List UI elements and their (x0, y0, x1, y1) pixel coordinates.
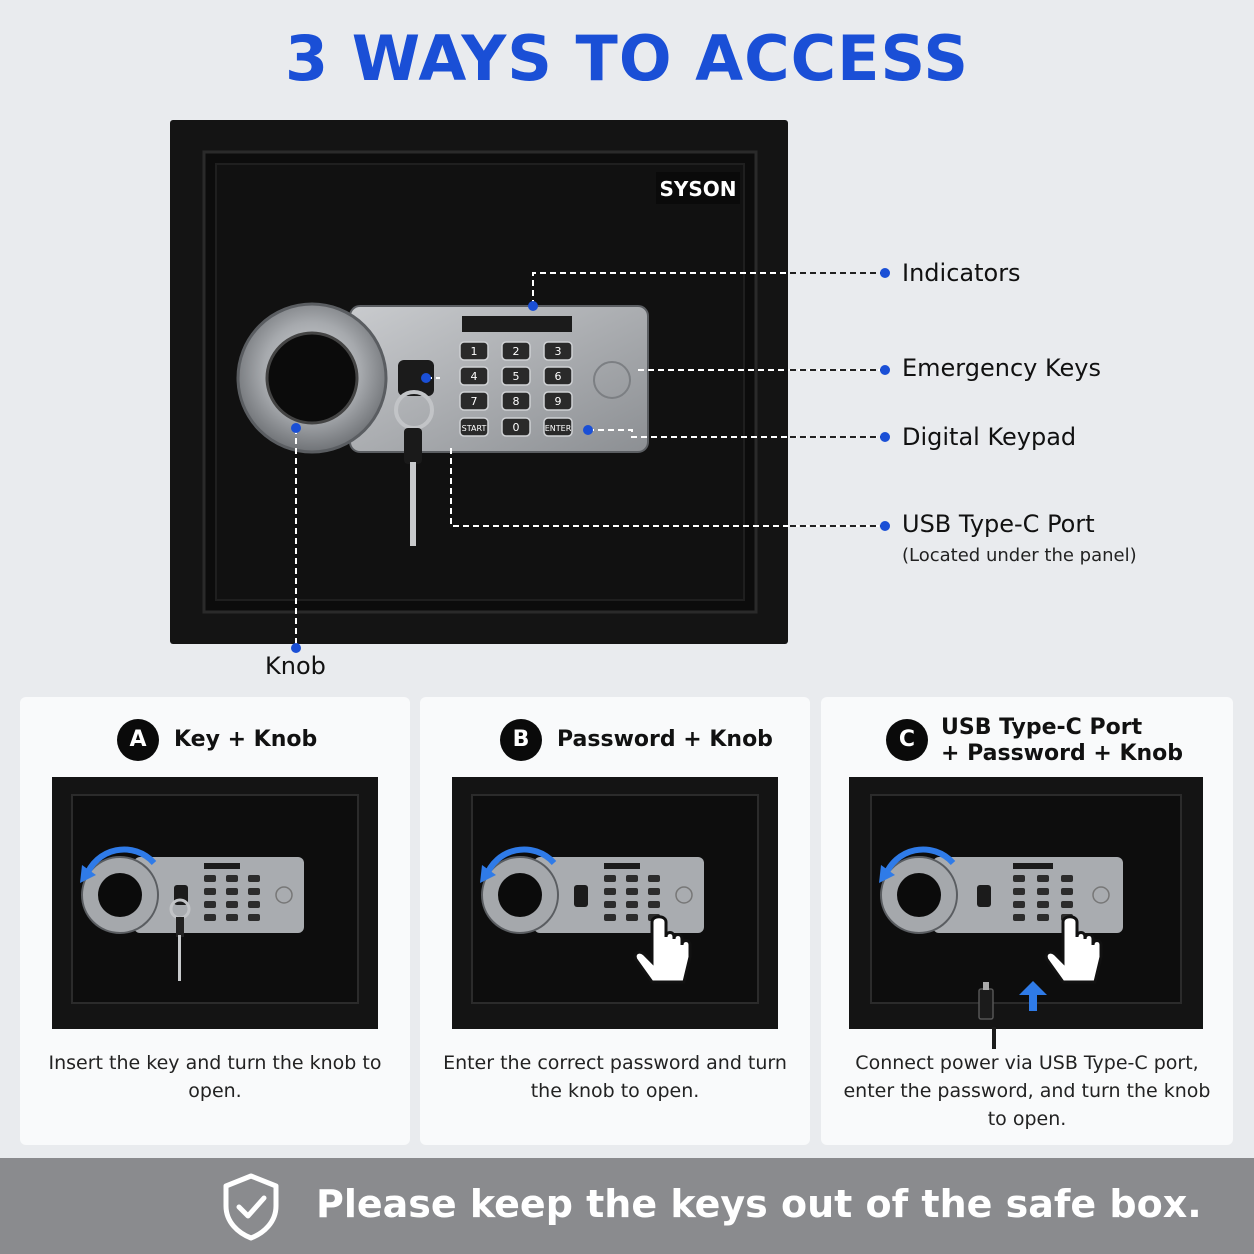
page-title: 3 WAYS TO ACCESS (285, 22, 969, 95)
shield-check-icon (223, 1173, 279, 1241)
usb-cable-tail (992, 1027, 996, 1049)
callout-emergency-keys: Emergency Keys (902, 354, 1102, 382)
rotate-arrow-icon (483, 846, 557, 879)
callout-knob: Knob (265, 652, 326, 680)
keypad-key[interactable] (501, 391, 531, 411)
method-panel-a: A Key + Knob Insert the key and turn the… (20, 697, 410, 1145)
callout-usb-port: USB Type-C Port (902, 510, 1095, 538)
safe-thumbnail-key (52, 777, 378, 1029)
keypad-key-label: 2 (513, 345, 520, 358)
keypad-key-label: 7 (471, 395, 478, 408)
arrow-up-icon (1019, 981, 1047, 1011)
method-a-description: Insert the key and turn the knob to open… (48, 1052, 382, 1102)
pointing-hand-icon (633, 915, 692, 984)
keypad-key[interactable] (459, 366, 489, 386)
method-c-description: Connect power via USB Type-C port, enter… (843, 1052, 1211, 1130)
method-a-badge: A (117, 719, 159, 761)
keypad-key-label: 5 (513, 370, 520, 383)
safe-thumbnail-usb (849, 777, 1203, 1029)
rotate-arrow-icon (882, 846, 956, 879)
footer-banner: Please keep the keys out of the safe box… (0, 1158, 1254, 1254)
brand-logo: SYSON (659, 177, 736, 201)
callout-digital-keypad: Digital Keypad (902, 423, 1077, 451)
keypad-key-label: 8 (513, 395, 520, 408)
keypad-key-label: 3 (555, 345, 562, 358)
callout-indicators: Indicators (902, 259, 1021, 287)
keypad-key-label: 1 (471, 345, 478, 358)
keypad-key[interactable] (543, 417, 573, 437)
keypad-key[interactable] (543, 391, 573, 411)
rotate-arrow-icon (83, 846, 157, 879)
keypad-key[interactable] (501, 366, 531, 386)
safe-thumbnail-password (452, 777, 778, 1029)
keypad-key-label: 0 (513, 421, 520, 434)
keypad-key-label: 9 (555, 395, 562, 408)
keypad-key[interactable] (543, 341, 573, 361)
pointing-hand-icon (1044, 915, 1103, 984)
method-a-title: Key + Knob (174, 727, 318, 752)
method-panel-b: B Password + Knob Enter the correct pass… (420, 697, 810, 1145)
keypad-key[interactable] (543, 366, 573, 386)
keypad-key-label: 6 (555, 370, 562, 383)
method-b-badge: B (500, 719, 542, 761)
keypad-key[interactable] (501, 417, 531, 437)
keypad-key[interactable] (459, 417, 489, 437)
keypad-key[interactable] (459, 391, 489, 411)
method-c-badge: C (886, 719, 928, 761)
keypad-key-label: START (462, 424, 487, 433)
callout-usb-port-note: (Located under the panel) (902, 545, 1137, 566)
usb-cable-icon (978, 988, 994, 1020)
footer-text: Please keep the keys out of the safe box… (316, 1182, 1202, 1226)
method-c-title-line1: USB Type-C Port (941, 715, 1143, 740)
method-b-title: Password + Knob (557, 727, 773, 752)
keypad-key[interactable] (459, 341, 489, 361)
keypad-key-label: 4 (471, 370, 478, 383)
method-b-description: Enter the correct password and turn the … (443, 1052, 787, 1102)
keypad-key-label: ENTER (545, 424, 572, 433)
method-c-title-line2: + Password + Knob (941, 741, 1184, 766)
keypad-key[interactable] (501, 341, 531, 361)
method-panel-c: C USB Type-C Port + Password + Knob Conn… (821, 697, 1233, 1145)
